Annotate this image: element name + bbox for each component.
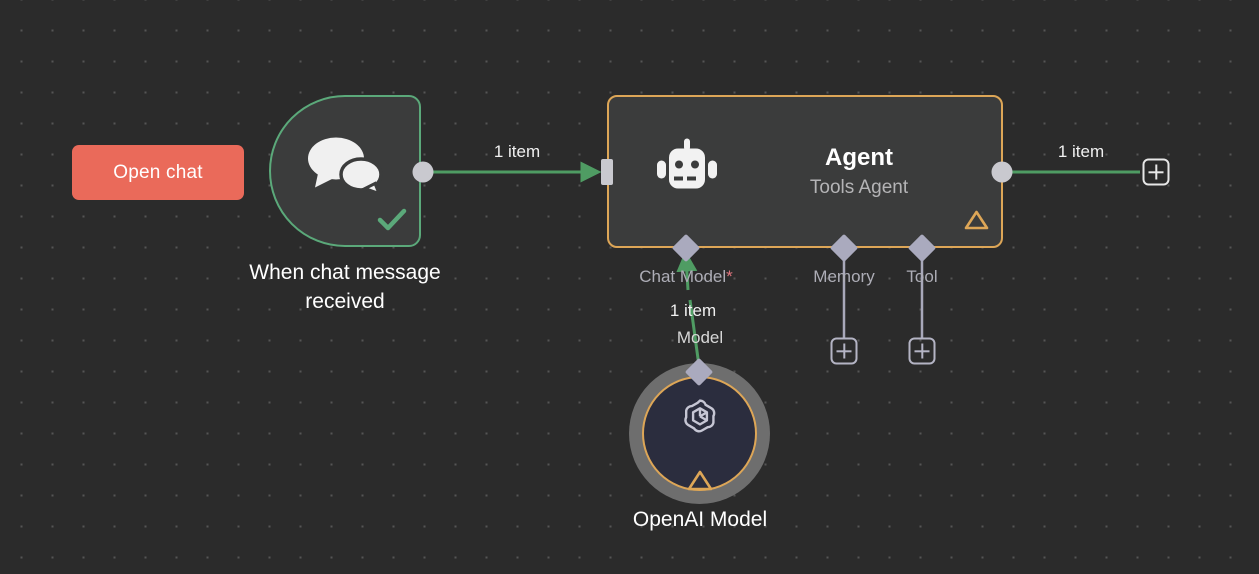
openai-node-inner [642, 376, 757, 491]
plus-vertical-bar [920, 343, 924, 359]
trigger-output-handle[interactable] [412, 161, 434, 183]
green-check-icon [377, 208, 407, 237]
chat-bubbles-icon [305, 133, 385, 200]
warning-triangle-icon[interactable] [964, 209, 989, 236]
port-label-memory: Memory [813, 267, 875, 286]
node-openai-model[interactable] [629, 363, 770, 504]
openai-logo-icon [677, 395, 723, 446]
trigger-label-line1: When chat message [249, 261, 441, 284]
plus-vertical-bar [1154, 164, 1158, 180]
edge-label-trigger-to-agent: 1 item [493, 142, 541, 161]
port-label-chat-model: Chat Model* [639, 267, 733, 287]
plus-vertical-bar [842, 343, 846, 359]
port-label-model: Model [676, 328, 724, 347]
node-agent[interactable]: Agent Tools Agent [607, 95, 1003, 248]
agent-title: Agent [825, 143, 893, 171]
open-chat-button[interactable]: Open chat [72, 145, 244, 200]
trigger-label-line2: received [305, 290, 385, 313]
port-label-tool: Tool [906, 267, 938, 286]
edge-label-model-to-agent: 1 item [669, 301, 717, 320]
required-asterisk: * [726, 267, 733, 286]
agent-subtitle: Tools Agent [809, 176, 909, 198]
node-when-chat-message-received[interactable] [269, 95, 421, 247]
add-memory-button[interactable] [830, 337, 858, 365]
warning-triangle-icon[interactable] [687, 469, 713, 497]
agent-input-handle[interactable] [601, 159, 613, 185]
node-label-trigger: When chat message received [225, 258, 465, 316]
add-node-after-agent-button[interactable] [1142, 158, 1170, 186]
robot-icon [657, 138, 717, 205]
add-tool-button[interactable] [908, 337, 936, 365]
agent-output-handle[interactable] [991, 161, 1013, 183]
port-label-chat-model-text: Chat Model [639, 267, 727, 286]
edge-label-agent-output: 1 item [1057, 142, 1105, 161]
agent-title-block: Agent Tools Agent [729, 143, 1001, 201]
node-label-openai-model: OpenAI Model [632, 508, 768, 531]
